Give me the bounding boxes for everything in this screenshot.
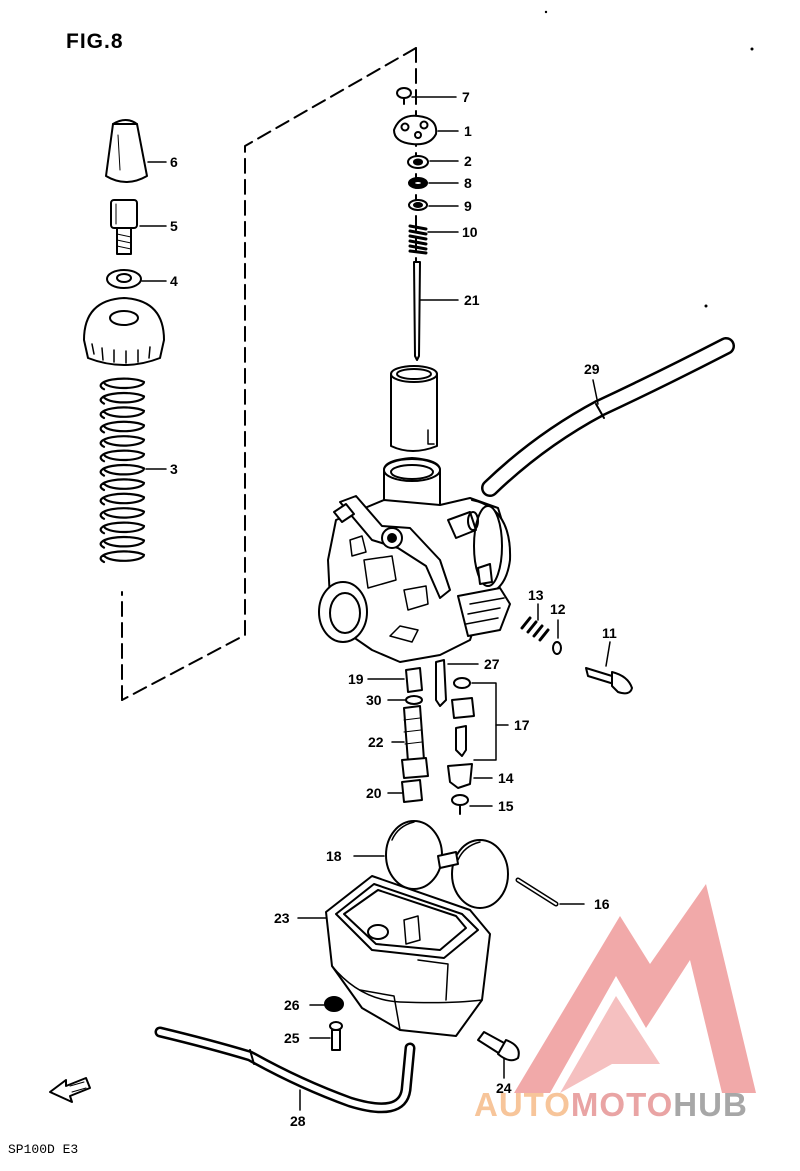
float-pin-part	[515, 877, 585, 907]
callout-6: 6	[170, 154, 178, 170]
callout-2: 2	[464, 153, 472, 169]
adjust-screw-part	[110, 199, 138, 255]
overflow-pipe-part	[154, 1026, 416, 1114]
model-code: SP100D E3	[8, 1142, 79, 1157]
callout-8: 8	[464, 175, 472, 191]
callout-13: 13	[528, 587, 544, 603]
watermark-logo-icon	[514, 884, 756, 1093]
throttle-valve-part	[390, 365, 438, 452]
callout-16: 16	[594, 896, 610, 912]
callout-9: 9	[464, 198, 472, 214]
callout-27: 27	[484, 656, 500, 672]
callout-15: 15	[498, 798, 514, 814]
callout-4: 4	[170, 273, 178, 289]
callout-28: 28	[290, 1113, 306, 1129]
callout-25: 25	[284, 1030, 300, 1046]
callout-3: 3	[170, 461, 178, 477]
scan-specks	[544, 10, 754, 308]
front-arrow-icon	[49, 1077, 91, 1103]
float-part	[353, 820, 509, 909]
callout-14: 14	[498, 770, 514, 786]
air-vent-pipe-part	[481, 337, 735, 497]
callout-7: 7	[462, 89, 470, 105]
callout-1: 1	[464, 123, 472, 139]
callout-5: 5	[170, 218, 178, 234]
callout-19: 19	[348, 671, 364, 687]
callout-10: 10	[462, 224, 478, 240]
pilot-screw-set	[520, 603, 633, 695]
watermark-auto: AUTO	[474, 1086, 571, 1123]
callout-21: 21	[464, 292, 480, 308]
leader-lines-left	[139, 161, 167, 470]
bowl-screws	[309, 996, 344, 1051]
figure-title: FIG.8	[66, 30, 124, 53]
mixing-chamber-cap-part	[83, 297, 165, 366]
lock-nut-part	[106, 269, 142, 289]
needle-stack	[393, 87, 459, 361]
callout-17: 17	[514, 717, 530, 733]
callout-20: 20	[366, 785, 382, 801]
watermark-hub: HUB	[673, 1086, 748, 1123]
throttle-spring-part	[99, 377, 146, 564]
callout-30: 30	[366, 692, 382, 708]
jet-set	[367, 659, 509, 815]
callout-12: 12	[550, 601, 566, 617]
float-chamber-part	[297, 875, 491, 1037]
drain-screw-part	[477, 1031, 520, 1079]
callout-29: 29	[584, 361, 600, 377]
callout-24: 24	[496, 1080, 512, 1096]
callout-26: 26	[284, 997, 300, 1013]
callout-22: 22	[368, 734, 384, 750]
rubber-cap-part	[105, 119, 148, 183]
watermark-moto: MOTO	[570, 1086, 674, 1123]
callout-18: 18	[326, 848, 342, 864]
watermark-wordmark: AUTOMOTOHUB	[474, 1086, 748, 1124]
callout-11: 11	[602, 625, 617, 641]
carburetor-body-part	[318, 457, 512, 663]
callout-23: 23	[274, 910, 290, 926]
